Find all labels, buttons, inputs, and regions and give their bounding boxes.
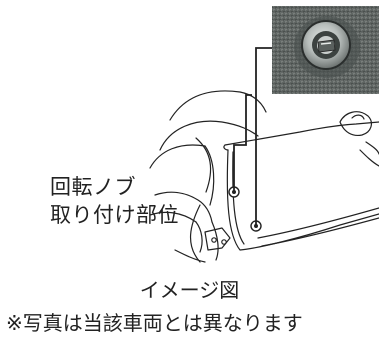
car-interior-lines — [149, 90, 379, 263]
leader-lines — [233, 47, 272, 226]
image-caption: イメージ図 — [139, 278, 240, 302]
callout-line-1: 回転ノブ — [50, 175, 136, 199]
knob-closeup-photo — [272, 6, 379, 94]
disclaimer-note: ※写真は当該車両とは異なります — [6, 311, 303, 335]
knob-location-label: 回転ノブ 取り付け部位 — [50, 173, 179, 229]
callout-line-2: 取り付け部位 — [50, 203, 179, 227]
